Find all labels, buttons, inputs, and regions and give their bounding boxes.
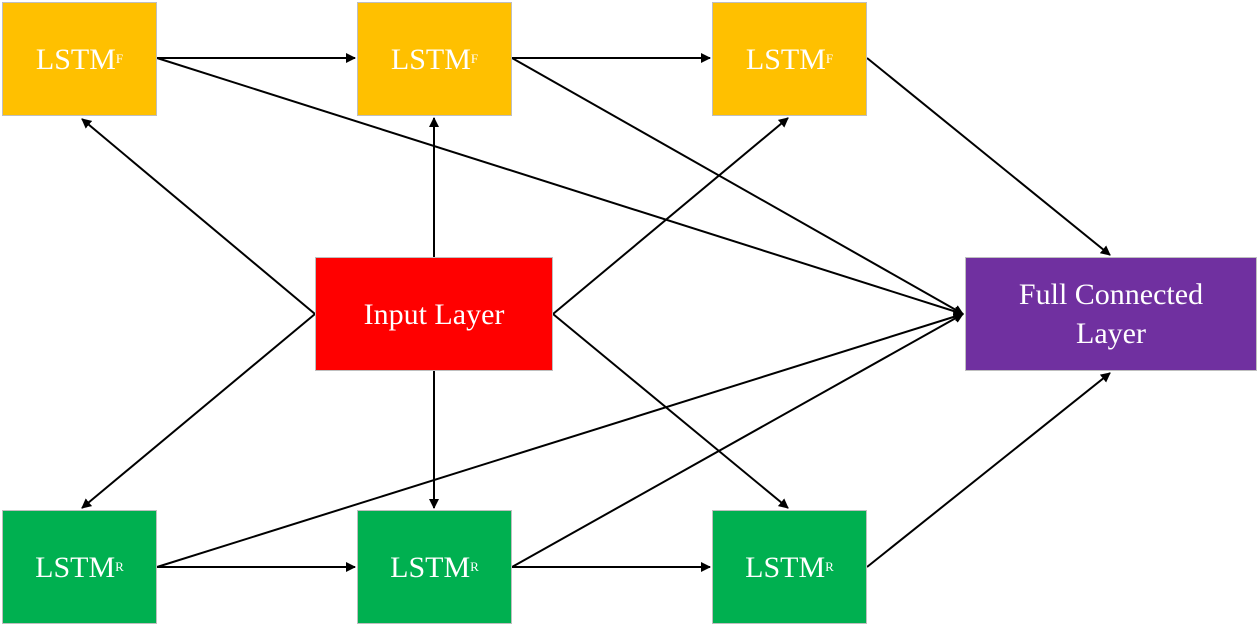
edge-input-to-reverse-1 (81, 313, 316, 509)
node-label: LSTM (745, 42, 826, 76)
node-label: LSTM (390, 550, 471, 584)
edge-input-to-forward-3 (552, 117, 789, 315)
node-label-line-1: Full Connected (1018, 278, 1204, 311)
node-subscript: R (470, 558, 479, 574)
node-label: LSTM (35, 550, 116, 584)
node-label: Input Layer (363, 297, 505, 331)
edge-forward-1-to-output (156, 57, 964, 317)
edge-input-to-forward-1 (81, 118, 316, 315)
node-label-line-2: Layer (1076, 317, 1146, 350)
full-connected-layer-node: Full Connected Layer (965, 257, 1257, 371)
node-label: LSTM (35, 42, 116, 76)
edge-reverse-2-to-output (511, 313, 964, 568)
edge-reverse-1-to-output (156, 311, 964, 568)
edge-reverse-3-to-output (866, 372, 1111, 568)
edge-input-to-reverse-3 (552, 313, 789, 509)
node-subscript: F (825, 50, 834, 66)
input-layer-node: Input Layer (315, 257, 553, 371)
node-label: LSTM (745, 550, 826, 584)
node-subscript: F (115, 50, 124, 66)
node-subscript: R (825, 558, 834, 574)
edge-forward-2-to-output (511, 57, 964, 315)
edge-forward-3-to-output (866, 57, 1111, 256)
node-subscript: F (470, 50, 479, 66)
node-subscript: R (115, 558, 124, 574)
node-label: LSTM (390, 42, 471, 76)
